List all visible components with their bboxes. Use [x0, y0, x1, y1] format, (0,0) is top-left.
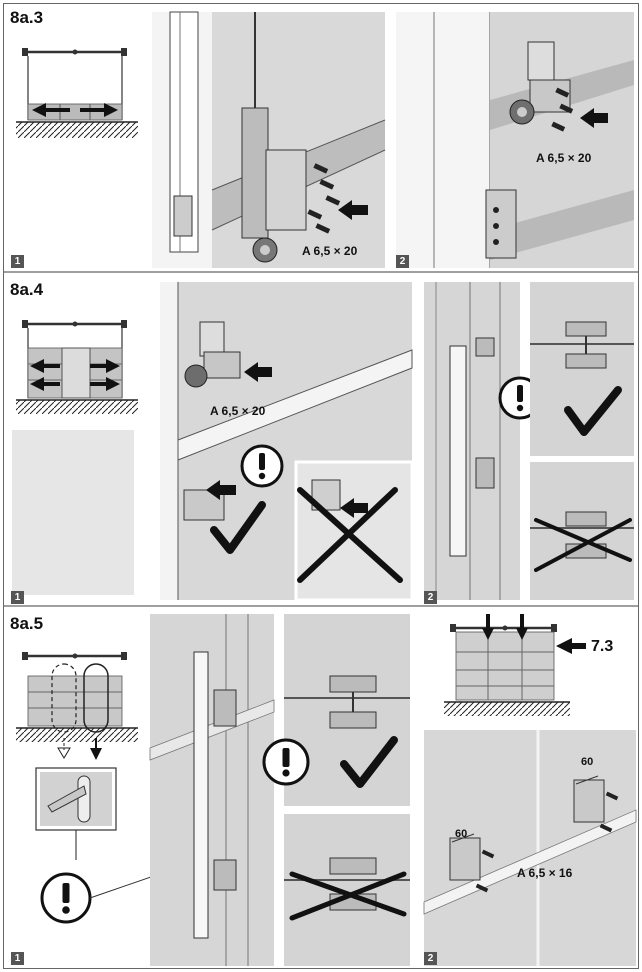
- wall-panel: [12, 430, 134, 595]
- step-8a5-2: [423, 614, 637, 966]
- section-title: 8a.5: [10, 614, 44, 633]
- section-title: 8a.3: [10, 8, 44, 27]
- section-8a3: [16, 11, 634, 268]
- dimension-label: 60: [455, 828, 468, 840]
- step-8a3-1: [152, 11, 386, 268]
- check-icon: [210, 501, 266, 554]
- cross-icon: [534, 518, 632, 562]
- handle-closeup: [35, 767, 117, 831]
- step-number: 2: [396, 255, 409, 268]
- step-8a3-2: [396, 12, 634, 268]
- screw-spec-label: A 6,5 × 16: [517, 866, 573, 880]
- check-icon: [564, 386, 622, 436]
- step-number: 1: [11, 952, 24, 965]
- arrow-icon: [556, 638, 586, 654]
- step-8a5-1: [149, 614, 410, 966]
- screw-spec-label: A 6,5 × 20: [210, 404, 266, 418]
- step-number: 2: [424, 952, 437, 965]
- dimension-label: 60: [581, 756, 594, 768]
- step-number: 2: [424, 591, 437, 604]
- step-number: 1: [11, 591, 24, 604]
- reference-label: 7.3: [591, 638, 614, 655]
- step-number: 1: [11, 255, 24, 268]
- section-8a4: [12, 282, 634, 602]
- step-8a4-1: [160, 282, 414, 602]
- check-icon: [340, 736, 398, 788]
- handle-icon: [47, 785, 87, 813]
- door-overview-8a4: [16, 320, 138, 414]
- screw-spec-label: A 6,5 × 20: [302, 244, 358, 258]
- door-overview-8a3: [16, 46, 138, 138]
- screw-spec-label: A 6,5 × 20: [536, 151, 592, 165]
- step-8a4-2: [424, 282, 634, 600]
- section-title: 8a.4: [10, 280, 44, 299]
- outer-frame: [3, 3, 639, 969]
- section-8a5: [16, 614, 637, 966]
- door-overview-8a5: [16, 652, 138, 760]
